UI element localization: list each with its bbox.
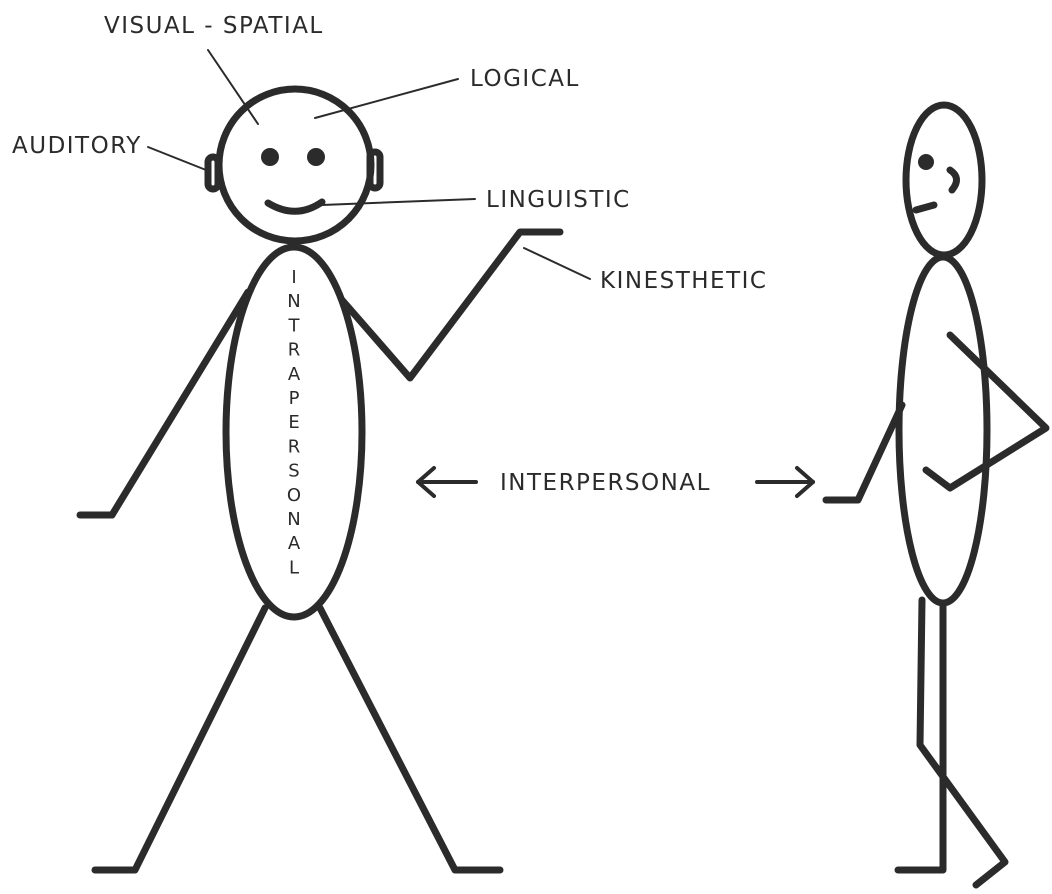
label-auditory: AUDITORY <box>12 133 142 159</box>
intrapersonal-letter: N <box>287 291 300 312</box>
right-figure-left-arm <box>826 405 902 500</box>
right-figure-torso <box>899 257 987 603</box>
intrapersonal-letter: E <box>288 412 299 433</box>
label-kinesthetic: KINESTHETIC <box>600 268 767 294</box>
label-logical: LOGICAL <box>470 66 580 92</box>
intrapersonal-letter: A <box>288 364 301 385</box>
intrapersonal-letter: I <box>291 267 296 288</box>
intrapersonal-letter: P <box>289 388 300 409</box>
intrapersonal-letter: R <box>288 436 301 457</box>
right-figure-mouth <box>916 205 934 210</box>
intrapersonal-letter: N <box>287 509 300 530</box>
intrapersonal-letter: R <box>288 340 301 361</box>
auditory-leader <box>148 147 206 170</box>
right-figure-nose <box>950 170 957 190</box>
label-interpersonal: INTERPERSONAL <box>500 470 711 496</box>
label-visual-spatial: VISUAL - SPATIAL <box>104 13 324 39</box>
left-figure-right-ear <box>370 152 380 188</box>
left-figure-left-eye <box>261 148 279 166</box>
intrapersonal-letter: L <box>289 557 299 578</box>
linguistic-leader <box>322 199 475 205</box>
visual-spatial-leader <box>208 50 258 124</box>
intrapersonal-letter: T <box>288 315 301 336</box>
left-figure-right-arm <box>342 232 560 378</box>
left-figure-right-leg <box>320 608 500 870</box>
right-figure-left-leg <box>920 600 1005 885</box>
right-stick-figure <box>826 105 1046 885</box>
right-figure-head <box>906 105 982 255</box>
left-figure-left-leg <box>95 608 265 870</box>
label-linguistic: LINGUISTIC <box>486 187 631 213</box>
left-figure-right-eye <box>307 148 325 166</box>
intrapersonal-letter: S <box>288 461 299 482</box>
left-figure-head <box>219 89 371 241</box>
right-figure-eye <box>918 154 934 170</box>
left-arrow-icon <box>418 468 476 496</box>
left-figure-left-arm <box>80 292 248 515</box>
right-arrow-icon <box>757 468 813 496</box>
left-figure-mouth <box>268 202 322 211</box>
left-figure-left-ear <box>208 157 218 189</box>
kinesthetic-leader <box>524 248 590 279</box>
intrapersonal-letter: A <box>288 533 301 554</box>
intrapersonal-letter: O <box>287 485 301 506</box>
